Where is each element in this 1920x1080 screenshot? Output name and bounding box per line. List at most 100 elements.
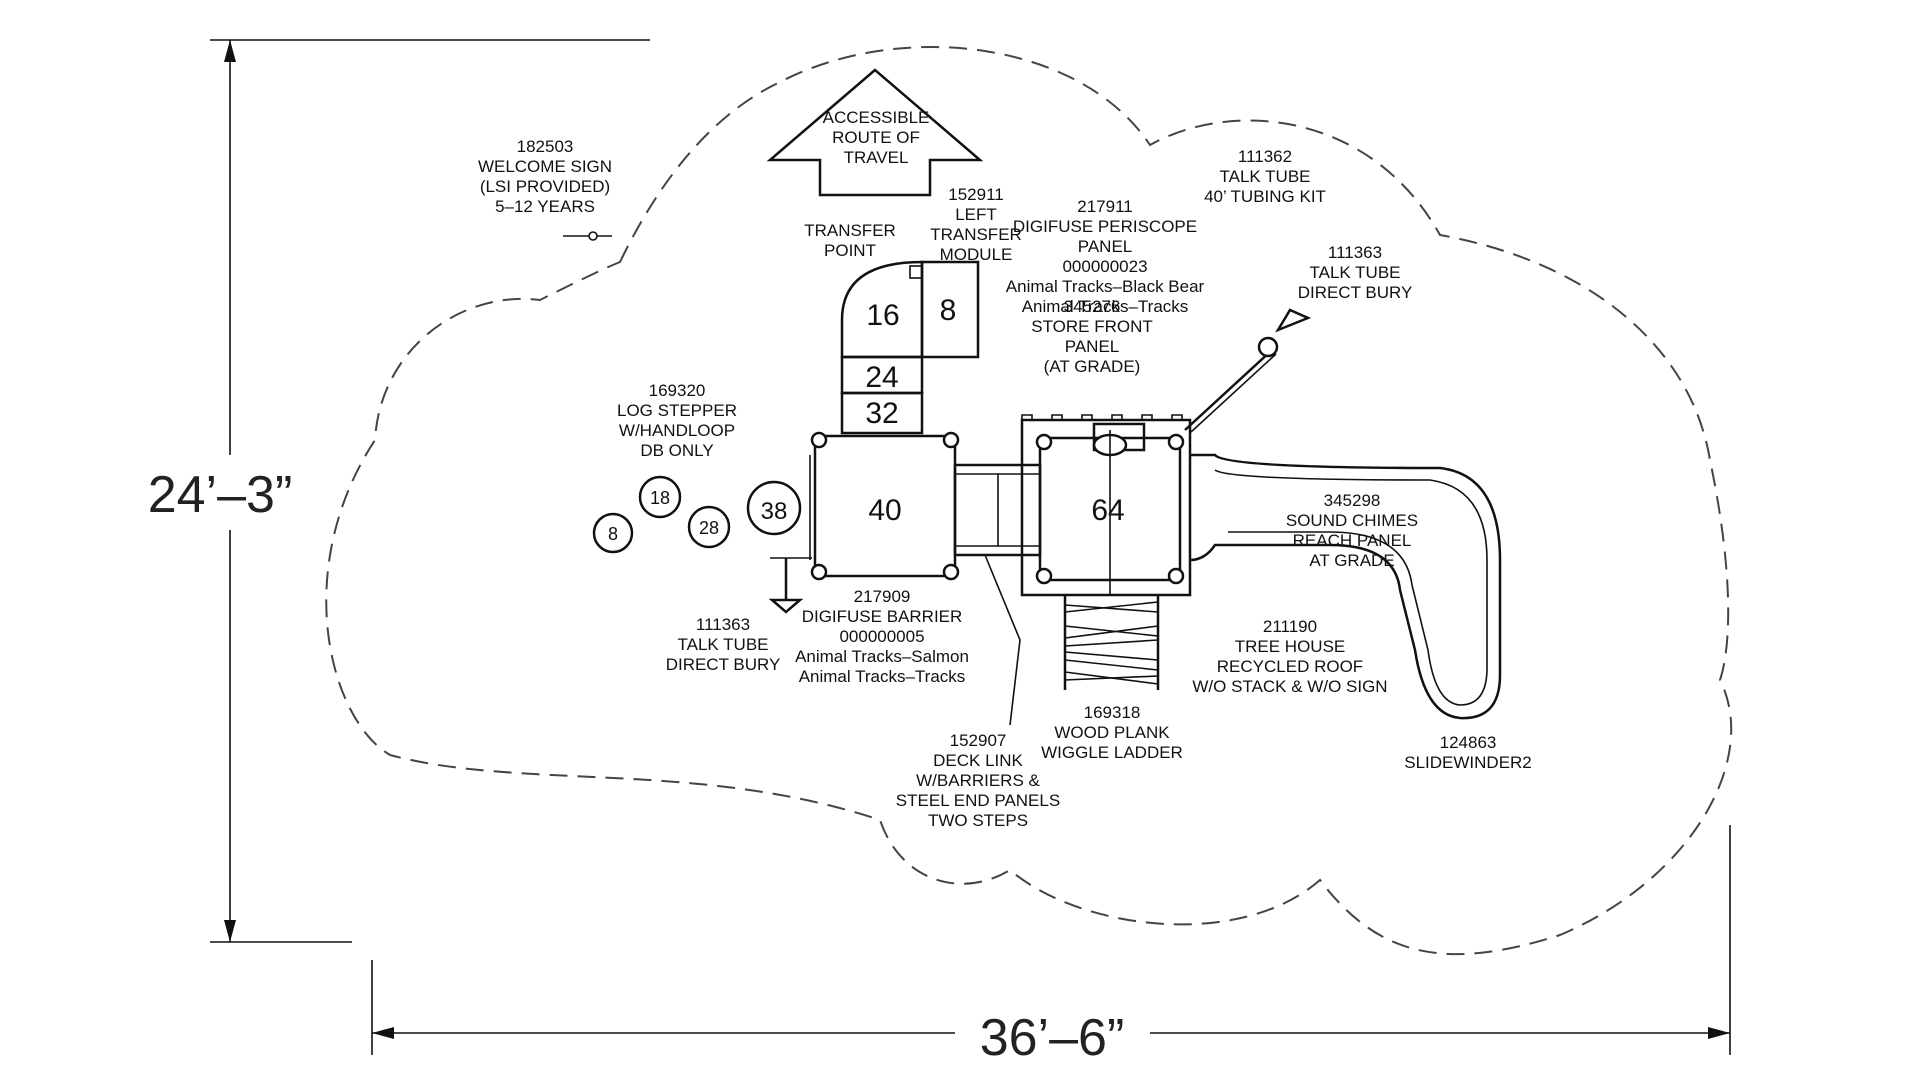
label-wiggle-ladder: 169318 WOOD PLANK WIGGLE LADDER <box>1041 703 1183 762</box>
label-talk-tube-top-line: 40’ TUBING KIT <box>1204 187 1326 206</box>
deck-number-40: 40 <box>868 494 901 527</box>
wiggle-ladder <box>1063 595 1160 690</box>
label-deck-link-line: 152907 <box>950 731 1007 750</box>
label-slide-line: SLIDEWINDER2 <box>1404 753 1532 772</box>
label-welcome-sign-line: (LSI PROVIDED) <box>480 177 610 196</box>
label-transfer-point: TRANSFER POINT <box>804 221 896 260</box>
deck-number-16: 16 <box>866 299 899 332</box>
label-log-stepper-line: DB ONLY <box>640 441 713 460</box>
label-store-front: 345276 STORE FRONT PANEL (AT GRADE) <box>1031 297 1153 376</box>
log-stepper-38: 38 <box>746 480 802 536</box>
width-dimension: 36’–6” <box>371 825 1731 1070</box>
label-sound-chimes-line: AT GRADE <box>1309 551 1394 570</box>
label-barrier-line: DIGIFUSE BARRIER <box>802 607 963 626</box>
label-log-stepper-line: 169320 <box>649 381 706 400</box>
label-tree-house-line: W/O STACK & W/O SIGN <box>1192 677 1387 696</box>
label-transfer-point-line: POINT <box>824 241 876 260</box>
label-barrier: 217909 DIGIFUSE BARRIER 000000005 Animal… <box>795 587 969 686</box>
label-slide: 124863 SLIDEWINDER2 <box>1404 733 1532 772</box>
label-barrier-line: 217909 <box>854 587 911 606</box>
deck-64-tree-house: 64 <box>1020 414 1192 597</box>
label-periscope-line: 000000023 <box>1062 257 1147 276</box>
deck-number-24: 24 <box>865 361 898 394</box>
height-label: 24’–3” <box>148 466 293 524</box>
label-left-transfer-line: 152911 <box>948 185 1003 204</box>
label-wiggle-ladder-line: 169318 <box>1084 703 1141 722</box>
transfer-module: 16 8 24 32 <box>840 260 980 435</box>
welcome-sign-symbol <box>563 231 612 241</box>
label-periscope-line: 217911 <box>1077 197 1132 216</box>
label-store-front-line: STORE FRONT <box>1031 317 1153 336</box>
label-talk-tube-left-line: 111363 <box>696 615 750 634</box>
deck-number-18: 18 <box>650 488 670 508</box>
label-store-front-line: (AT GRADE) <box>1044 357 1141 376</box>
label-talk-tube-right: 111363 TALK TUBE DIRECT BURY <box>1298 243 1413 302</box>
deck-number-64: 64 <box>1091 494 1124 527</box>
label-talk-tube-top-line: 111362 <box>1238 147 1292 166</box>
label-sound-chimes: 345298 SOUND CHIMES REACH PANEL AT GRADE <box>1286 491 1418 570</box>
label-store-front-line: PANEL <box>1065 337 1120 356</box>
accessible-route-line-3: TRAVEL <box>844 148 909 167</box>
label-welcome-sign: 182503 WELCOME SIGN (LSI PROVIDED) 5–12 … <box>478 137 612 216</box>
label-welcome-sign-line: 5–12 YEARS <box>495 197 595 216</box>
label-log-stepper-line: LOG STEPPER <box>617 401 737 420</box>
label-left-transfer-line: MODULE <box>940 245 1013 264</box>
label-deck-link: 152907 DECK LINK W/BARRIERS & STEEL END … <box>896 731 1060 830</box>
label-periscope-line: DIGIFUSE PERISCOPE <box>1013 217 1197 236</box>
label-tree-house-line: RECYCLED ROOF <box>1217 657 1363 676</box>
label-talk-tube-top: 111362 TALK TUBE 40’ TUBING KIT <box>1204 147 1326 206</box>
label-deck-link-line: TWO STEPS <box>928 811 1028 830</box>
width-label: 36’–6” <box>980 1009 1125 1067</box>
log-stepper-28: 28 <box>687 505 731 549</box>
label-log-stepper-line: W/HANDLOOP <box>619 421 735 440</box>
deck-number-32: 32 <box>865 397 898 430</box>
label-barrier-line: Animal Tracks–Tracks <box>799 667 966 686</box>
accessible-route-arrow: ACCESSIBLE ROUTE OF TRAVEL <box>766 68 984 197</box>
talk-tube-left <box>768 557 812 614</box>
label-talk-tube-left: 111363 TALK TUBE DIRECT BURY <box>666 615 781 674</box>
label-barrier-line: Animal Tracks–Salmon <box>795 647 969 666</box>
label-left-transfer: 152911 LEFT TRANSFER MODULE <box>930 185 1022 264</box>
label-talk-tube-top-line: TALK TUBE <box>1219 167 1310 186</box>
label-periscope-line: Animal Tracks–Tracks <box>1022 297 1189 316</box>
accessible-route-line-2: ROUTE OF <box>832 128 920 147</box>
height-dimension: 24’–3” <box>135 39 650 943</box>
label-talk-tube-right-line: TALK TUBE <box>1309 263 1400 282</box>
label-barrier-line: 000000005 <box>839 627 924 646</box>
deck-number-8: 8 <box>940 294 957 327</box>
label-sound-chimes-line: SOUND CHIMES <box>1286 511 1418 530</box>
accessible-route-line-1: ACCESSIBLE <box>823 108 930 127</box>
deck-link <box>953 463 1042 557</box>
log-stepper-8: 8 <box>592 512 634 554</box>
deck-number-28: 28 <box>699 518 719 538</box>
label-tree-house: 211190 TREE HOUSE RECYCLED ROOF W/O STAC… <box>1192 617 1387 696</box>
deck-number-38: 38 <box>761 498 788 525</box>
label-sound-chimes-line: REACH PANEL <box>1293 531 1412 550</box>
label-tree-house-line: TREE HOUSE <box>1235 637 1346 656</box>
label-wiggle-ladder-line: WIGGLE LADDER <box>1041 743 1183 762</box>
label-welcome-sign-line: 182503 <box>517 137 574 156</box>
label-store-front-line: 345276 <box>1064 297 1121 316</box>
label-deck-link-line: DECK LINK <box>933 751 1023 770</box>
label-welcome-sign-line: WELCOME SIGN <box>478 157 612 176</box>
label-left-transfer-line: LEFT <box>955 205 997 224</box>
slide <box>1189 453 1502 720</box>
label-transfer-point-line: TRANSFER <box>804 221 896 240</box>
label-periscope-line: PANEL <box>1078 237 1133 256</box>
label-deck-link-line: STEEL END PANELS <box>896 791 1060 810</box>
label-log-stepper: 169320 LOG STEPPER W/HANDLOOP DB ONLY <box>617 381 737 460</box>
label-periscope: 217911 DIGIFUSE PERISCOPE PANEL 00000002… <box>1006 197 1205 316</box>
deck-number-8-stepper: 8 <box>608 524 618 544</box>
label-talk-tube-right-line: 111363 <box>1328 243 1382 262</box>
deck-40: 40 <box>809 431 960 581</box>
label-sound-chimes-line: 345298 <box>1324 491 1381 510</box>
label-wiggle-ladder-line: WOOD PLANK <box>1054 723 1170 742</box>
deck-link-leader <box>984 554 1021 726</box>
label-periscope-line: Animal Tracks–Black Bear <box>1006 277 1205 296</box>
log-stepper-18: 18 <box>638 475 682 519</box>
safety-zone-outline <box>325 46 1733 956</box>
label-deck-link-line: W/BARRIERS & <box>916 771 1040 790</box>
label-tree-house-line: 211190 <box>1263 617 1317 636</box>
label-talk-tube-left-line: TALK TUBE <box>677 635 768 654</box>
